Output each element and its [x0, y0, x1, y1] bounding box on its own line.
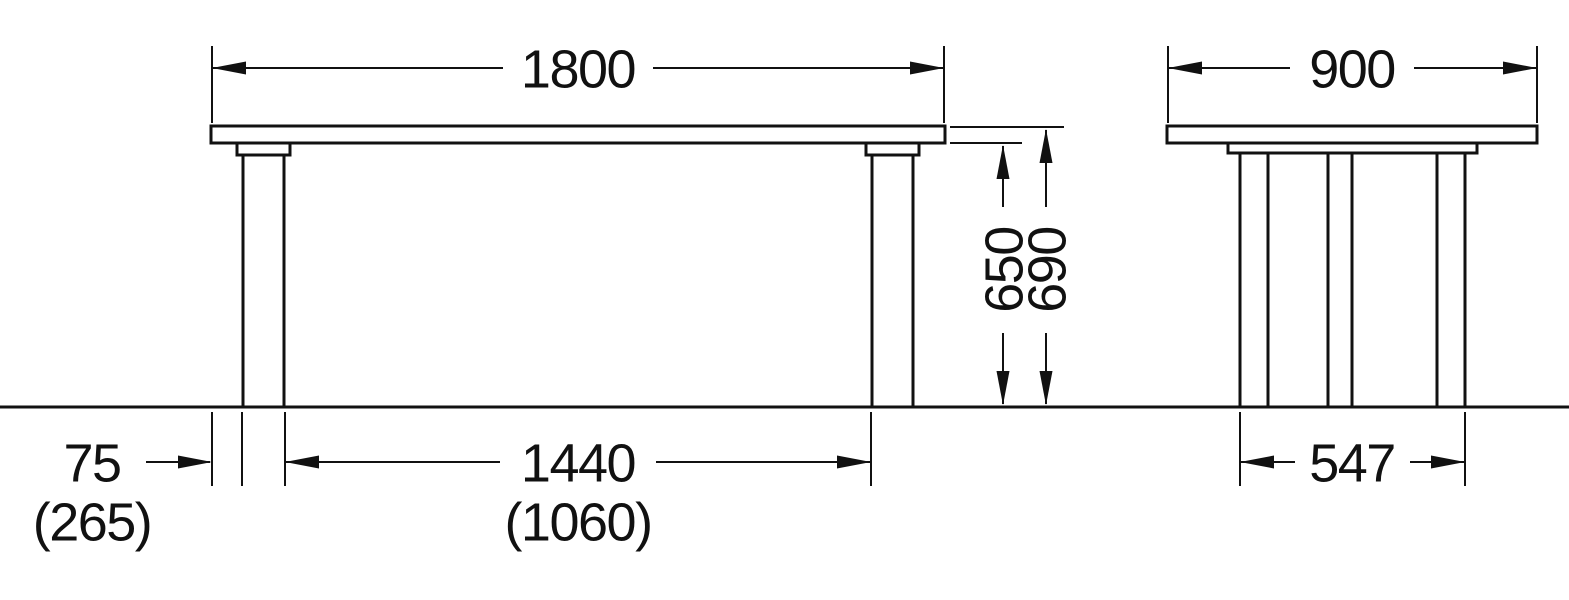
side-view: [1165, 124, 1539, 409]
side-center-leg: [1326, 151, 1354, 409]
arrowhead-left: [1240, 455, 1274, 469]
overhang-alt-label: (265): [33, 492, 152, 552]
arrowhead-down: [1039, 371, 1053, 405]
dim-side-depth: 900: [1167, 39, 1538, 123]
arrowhead-right: [910, 61, 944, 75]
overhang-label: 75: [63, 433, 120, 493]
front-right-leg: [870, 141, 915, 409]
tabletop-width-label: 1800: [521, 39, 635, 99]
overall-height-label: 690: [1017, 227, 1077, 313]
dim-heights: 650 690: [950, 126, 1077, 405]
arrowhead-left: [1168, 61, 1202, 75]
depth-label: 900: [1309, 39, 1395, 99]
front-right-leg-cap: [864, 141, 921, 157]
underside-height-label: 650: [974, 227, 1034, 313]
dim-overhang: 75 (265): [33, 412, 243, 552]
arrowhead-right: [1503, 61, 1537, 75]
leg-span-alt-label: (1060): [504, 492, 651, 552]
side-leg-span-label: 547: [1309, 433, 1395, 493]
front-tabletop: [209, 124, 947, 145]
dim-side-leg-span: 547: [1239, 412, 1466, 493]
front-view: [209, 124, 947, 409]
dim-front-leg-span: 1440 (1060): [284, 412, 872, 552]
arrowhead-left: [212, 61, 246, 75]
side-left-leg: [1238, 151, 1270, 409]
front-left-leg: [241, 141, 286, 409]
arrowhead-down: [996, 371, 1010, 405]
arrowhead-right: [178, 455, 212, 469]
arrowhead-up: [996, 145, 1010, 179]
arrowhead-up: [1039, 129, 1053, 163]
side-tabletop: [1165, 124, 1539, 145]
side-right-leg: [1435, 151, 1467, 409]
arrowhead-left: [285, 455, 319, 469]
arrowhead-right: [837, 455, 871, 469]
front-left-leg-cap: [235, 141, 292, 157]
leg-span-label: 1440: [521, 433, 635, 493]
dim-front-width: 1800: [211, 39, 945, 123]
arrowhead-right: [1431, 455, 1465, 469]
